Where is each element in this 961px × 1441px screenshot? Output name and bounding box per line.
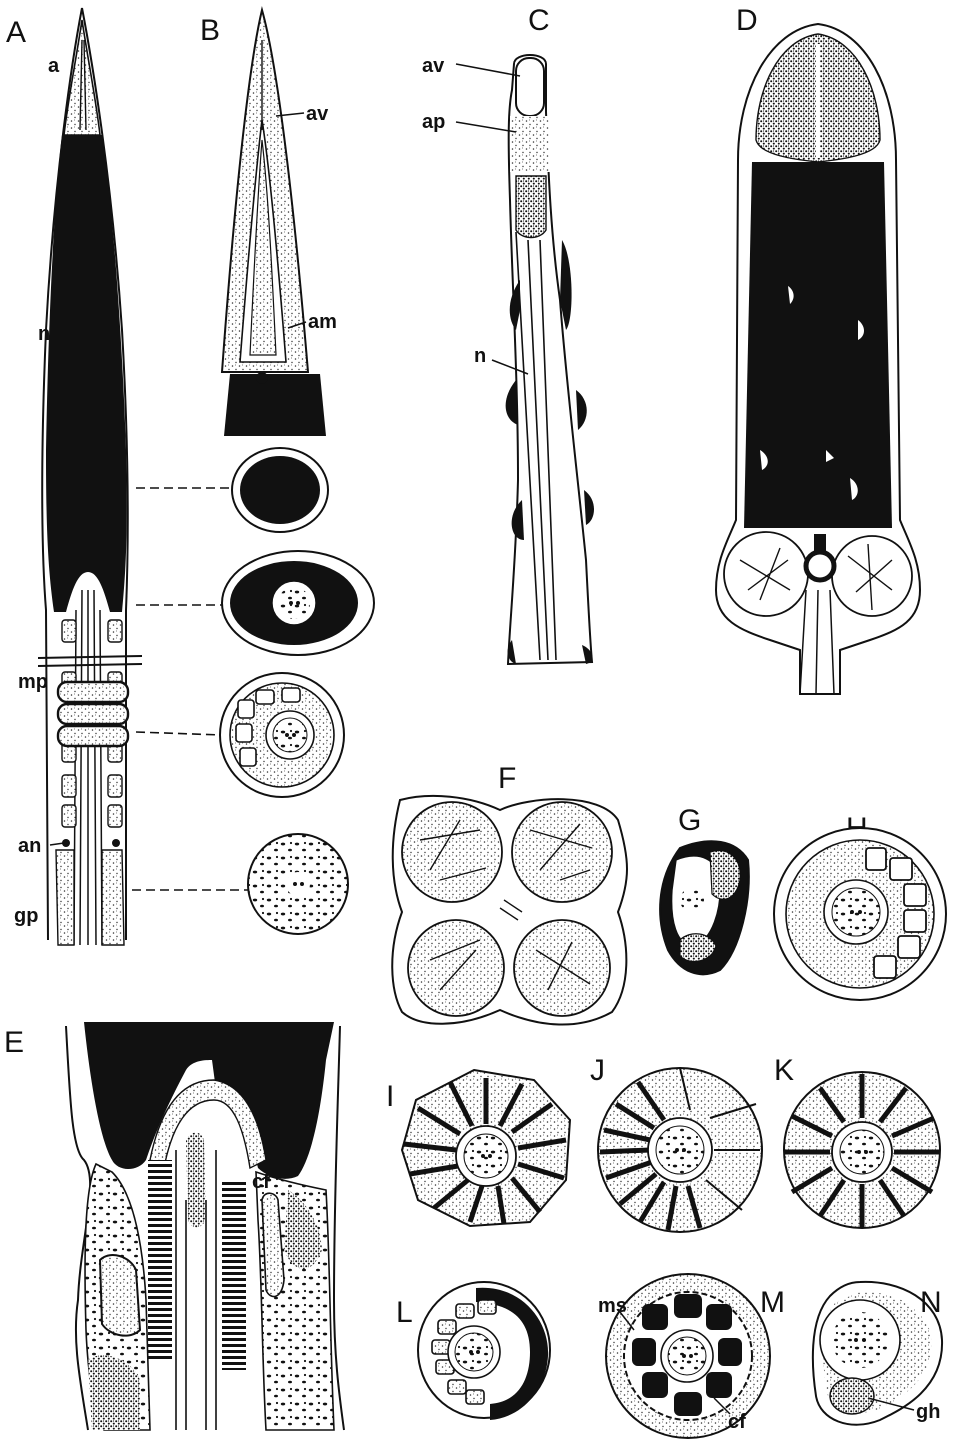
panel-label-k: K xyxy=(774,1054,794,1087)
panel-label-e: E xyxy=(4,1026,24,1059)
panel-label-i: I xyxy=(386,1080,394,1113)
panel-label-d: D xyxy=(736,4,758,37)
label-am: am xyxy=(308,311,337,333)
panel-e-diagram: E cf xyxy=(4,1022,344,1430)
panel-label-m: M xyxy=(760,1286,785,1319)
panel-label-j: J xyxy=(590,1054,605,1087)
panel-g-diagram: G xyxy=(660,804,749,974)
panel-f-diagram: F xyxy=(392,762,627,1025)
panel-l-diagram: L xyxy=(396,1282,550,1420)
panel-n-diagram: N gh xyxy=(813,1282,942,1425)
label-n-c: n xyxy=(474,345,486,367)
panel-b-diagram: B av am xyxy=(200,10,374,934)
label-n: n xyxy=(38,323,50,345)
label-cf-e: cf xyxy=(252,1171,270,1193)
panel-k-diagram: K xyxy=(774,1054,940,1228)
label-an: an xyxy=(18,835,41,857)
panel-label-b: B xyxy=(200,14,220,47)
panel-label-g: G xyxy=(678,804,701,837)
panel-label-a: A xyxy=(6,16,26,49)
panel-label-c: C xyxy=(528,4,550,37)
panel-h-diagram: H xyxy=(774,812,946,1000)
label-av-b: av xyxy=(306,103,329,125)
panel-a-diagram: A xyxy=(6,8,248,945)
panel-d-diagram: D xyxy=(716,4,920,694)
label-gh: gh xyxy=(916,1401,940,1423)
label-gp: gp xyxy=(14,905,38,927)
panel-c-diagram: C av ap n xyxy=(422,4,594,664)
label-cf-m: cf xyxy=(728,1411,746,1433)
panel-m-diagram: M ms cf xyxy=(598,1274,785,1438)
label-a: a xyxy=(48,55,60,77)
panel-j-diagram: J xyxy=(590,1054,762,1232)
label-av-c: av xyxy=(422,55,445,77)
panel-label-l: L xyxy=(396,1296,413,1329)
panel-label-f: F xyxy=(498,762,516,795)
panel-i-diagram: I xyxy=(386,1070,570,1226)
label-mp: mp xyxy=(18,671,48,693)
label-ms: ms xyxy=(598,1295,627,1317)
label-ap: ap xyxy=(422,111,445,133)
